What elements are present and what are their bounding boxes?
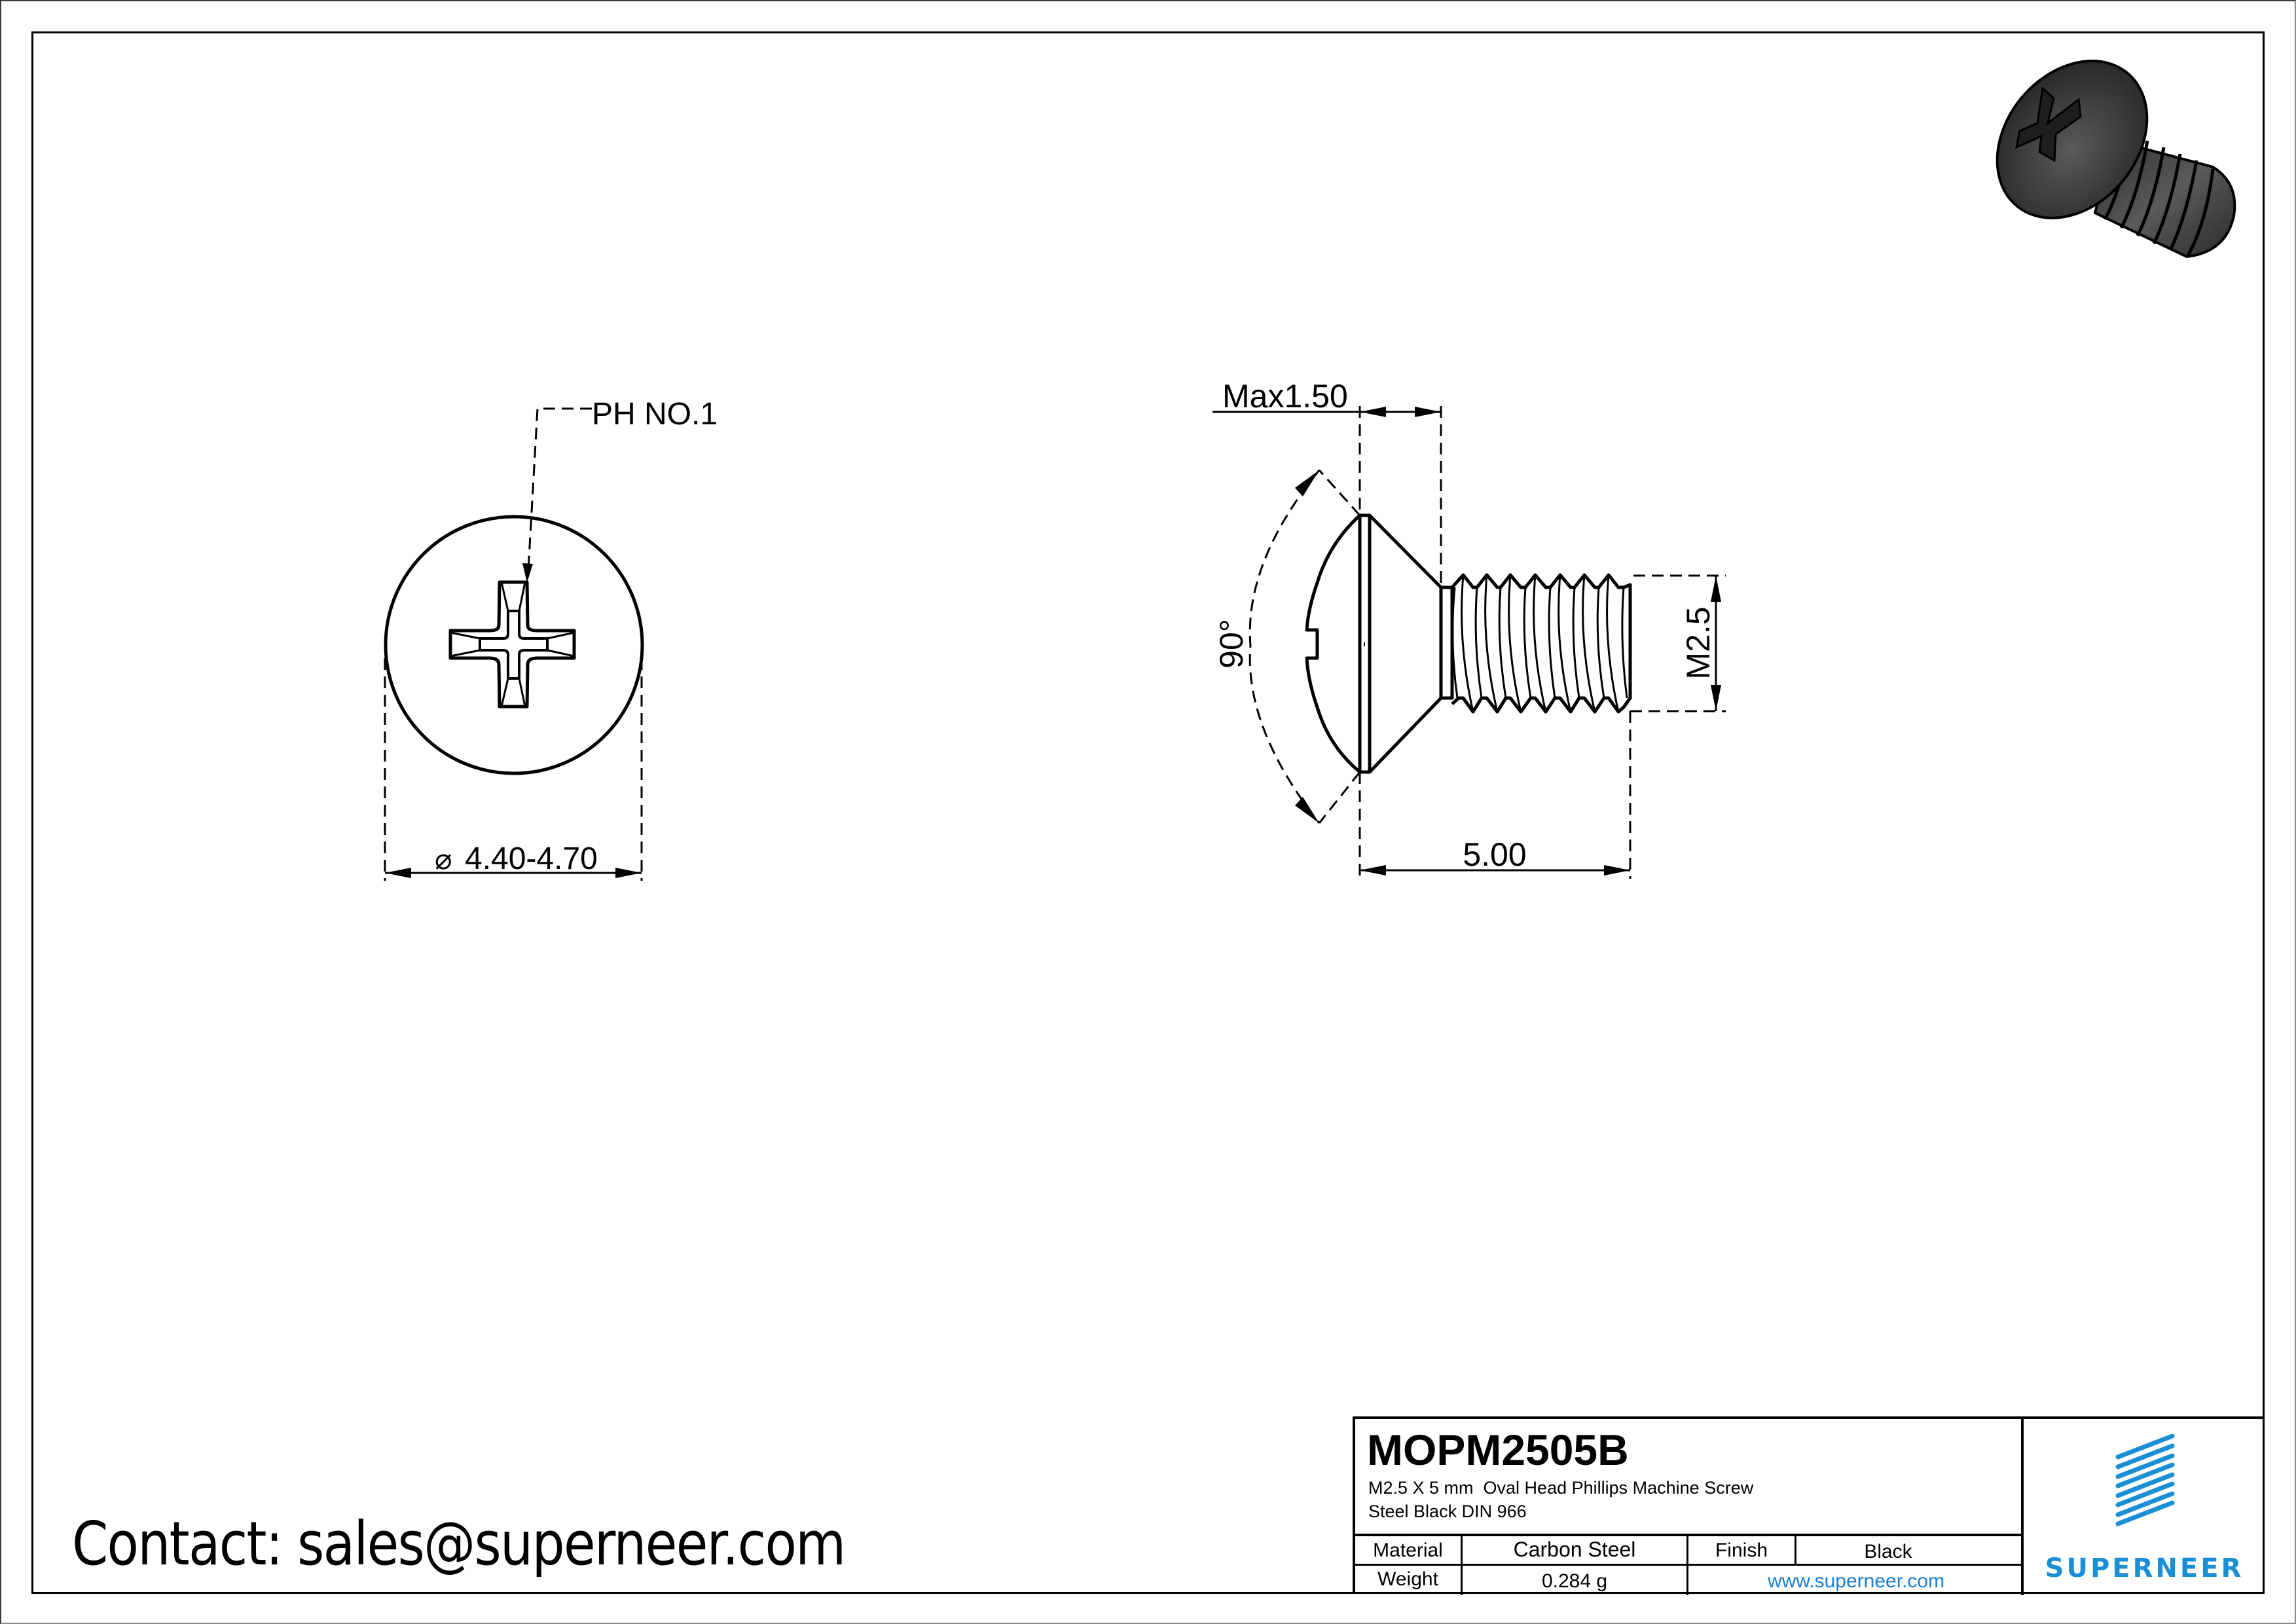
material-label: Material [1373,1540,1443,1561]
phillips-size-callout: PH NO.1 [592,397,718,432]
logo-wordmark: SUPERNEER [2045,1553,2244,1583]
weight-value: 0.284 g [1541,1570,1608,1592]
part-description-line1: M2.5 X 5 mm Oval Head Phillips Machine S… [1368,1478,1754,1498]
finish-value: Black [1864,1541,1912,1562]
thread-profile [1451,573,1632,714]
screw-3d-render-icon [1995,60,2236,259]
finish-label: Finish [1715,1540,1768,1561]
part-number: MOPM2505B [1367,1426,1629,1474]
length-dimension: 5.00 [1463,836,1526,873]
drawing-frame [31,31,2265,1594]
thread-dimension: M2.5 [1680,606,1717,679]
diameter-symbol-icon: ⌀ [435,843,452,876]
weight-label: Weight [1377,1568,1438,1590]
phillips-recess-icon [448,580,576,709]
superneer-logo-icon [2115,1433,2175,1526]
side-view: Max1.50 90° M2.5 5.00 [1212,378,1726,879]
contact-email[interactable]: Contact: sales@superneer.com [72,1509,846,1579]
title-block-properties: Material Carbon Steel Finish Black Weigh… [1355,1536,2024,1595]
part-description-line2: Steel Black DIN 966 [1368,1502,1527,1521]
website-link[interactable]: www.superneer.com [1767,1570,1945,1592]
brand-logo: SUPERNEER [2024,1419,2267,1595]
title-block: MOPM2505B M2.5 X 5 mm Oval Head Phillips… [1353,1416,2267,1595]
title-block-info: MOPM2505B M2.5 X 5 mm Oval Head Phillips… [1355,1419,2024,1536]
head-outline [384,515,644,775]
material-value: Carbon Steel [1513,1538,1636,1561]
head-angle-dimension: 90° [1213,619,1250,669]
head-height-dimension: Max1.50 [1222,378,1348,415]
diameter-dimension: 4.40-4.70 [465,841,598,876]
oval-head-dome [1305,514,1361,773]
front-view: PH NO.1 ⌀ 4.40-4.70 [384,397,718,881]
